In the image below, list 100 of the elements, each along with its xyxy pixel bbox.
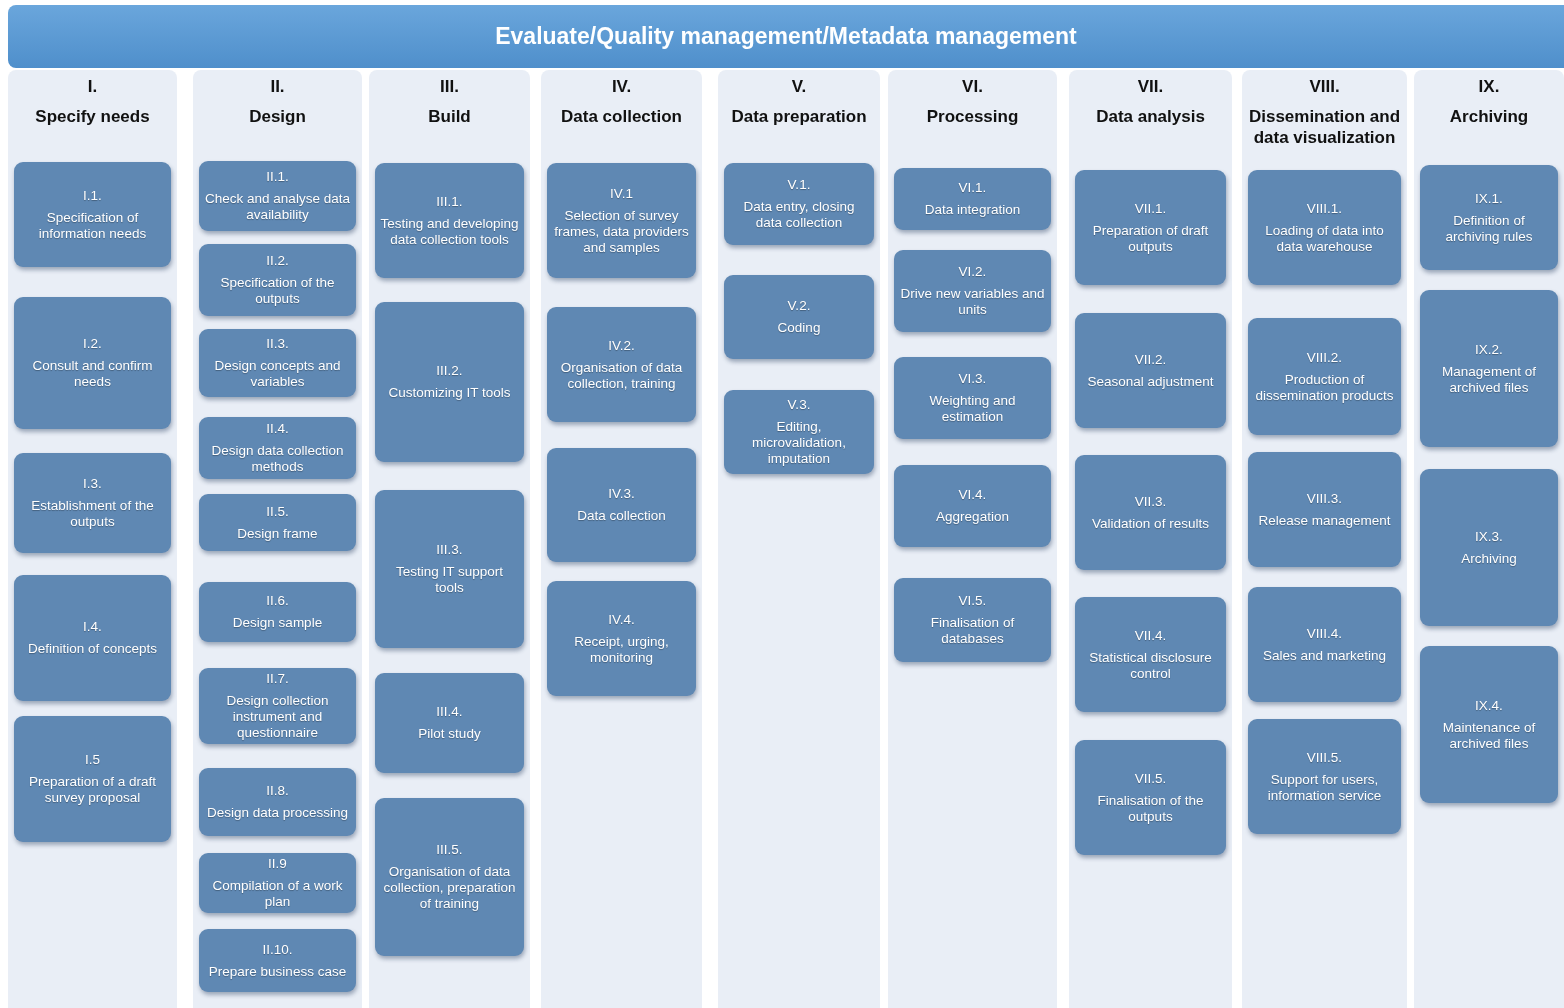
step-number: IX.4.	[1475, 697, 1503, 714]
phase-column	[8, 70, 177, 1008]
phase-number: VII.	[1136, 76, 1165, 97]
process-box	[547, 448, 696, 562]
step-title: Design frame	[237, 525, 318, 542]
step-title: Seasonal adjustment	[1087, 373, 1214, 390]
step-number: II.7.	[266, 671, 289, 687]
process-box	[547, 163, 696, 278]
phase-number: IV.	[610, 76, 633, 97]
phase-number: II.	[269, 76, 286, 97]
process-box	[375, 163, 524, 278]
step-title: Definition of concepts	[27, 641, 158, 657]
phase-column	[718, 70, 880, 1008]
step-title: Organisation of data collection, training	[559, 359, 684, 392]
process-box	[894, 168, 1051, 230]
step-title: Management of archived files	[1441, 363, 1537, 396]
process-box	[199, 768, 356, 836]
process-box	[199, 853, 356, 913]
step-title: Maintenance of archived files	[1441, 719, 1537, 752]
step-number: I.2.	[83, 336, 102, 352]
step-title: Specification of information needs	[37, 209, 148, 242]
phase-column	[369, 70, 530, 1008]
step-number: VI.4.	[958, 487, 987, 503]
step-number: VIII.4.	[1306, 625, 1343, 642]
process-box	[1075, 170, 1226, 285]
step-number: II.4.	[266, 421, 289, 437]
phase-number: V.	[790, 76, 808, 97]
process-box	[1420, 165, 1558, 270]
step-title: Support for users, information service	[1266, 771, 1383, 804]
step-number: II.8.	[266, 783, 289, 799]
process-box	[894, 578, 1051, 662]
process-box	[199, 417, 356, 479]
process-box	[894, 357, 1051, 439]
process-box	[894, 250, 1051, 332]
step-number: VIII.1.	[1306, 200, 1343, 217]
step-title: Selection of survey frames, data providers and samples	[553, 207, 690, 256]
step-title: Sales and marketing	[1262, 647, 1387, 664]
step-title: Organisation of data collection, preparation of training	[382, 864, 517, 912]
step-title: Design data processing	[206, 805, 349, 821]
step-number: III.2.	[436, 363, 463, 379]
process-box	[1248, 719, 1401, 834]
phase-column	[1069, 70, 1232, 1008]
process-box	[199, 161, 356, 231]
step-title: Data collection	[577, 508, 666, 524]
process-box	[1248, 170, 1401, 285]
phase-title: Build	[427, 106, 472, 127]
step-number: II.9	[268, 856, 287, 872]
step-number: V.2.	[787, 298, 811, 314]
step-number: VII.3.	[1134, 493, 1167, 510]
phase-column	[888, 70, 1057, 1008]
step-number: VII.1.	[1134, 200, 1167, 217]
process-box	[1420, 290, 1558, 447]
step-title: Preparation of a draft survey proposal	[28, 774, 157, 806]
step-number: IV.2.	[608, 337, 635, 354]
process-box	[375, 490, 524, 648]
step-title: Data entry, closing data collection	[742, 199, 856, 231]
step-number: VIII.3.	[1306, 490, 1343, 507]
step-number: III.3.	[436, 542, 463, 558]
step-number: I.3.	[83, 476, 102, 492]
step-title: Finalisation of databases	[929, 615, 1016, 647]
phase-title: Design	[248, 106, 307, 127]
step-title: Design concepts and variables	[213, 358, 342, 390]
step-title: Testing and developing data collection tools	[380, 215, 519, 248]
step-number: III.1.	[436, 193, 463, 210]
step-title: Check and analyse data availability	[204, 191, 351, 223]
step-number: III.5.	[436, 842, 463, 858]
phase-column	[1242, 70, 1407, 1008]
step-number: V.3.	[787, 397, 811, 413]
phase-column	[541, 70, 702, 1008]
phase-number: VIII.	[1308, 76, 1341, 97]
phase-title: Data preparation	[730, 106, 868, 127]
process-box	[199, 929, 356, 992]
process-box	[199, 329, 356, 397]
step-title: Release management	[1258, 512, 1391, 529]
header-banner	[8, 5, 1564, 68]
process-box	[14, 575, 171, 701]
step-number: IX.3.	[1475, 528, 1503, 545]
step-number: II.3.	[266, 336, 289, 352]
phase-title: Data collection	[560, 106, 683, 127]
step-title: Coding	[777, 320, 821, 336]
process-box	[1075, 740, 1226, 855]
step-title: Loading of data into data warehouse	[1264, 222, 1385, 255]
phase-column	[193, 70, 362, 1008]
step-title: Data integration	[924, 202, 1021, 218]
process-box	[1248, 318, 1401, 435]
banner-title: Evaluate/Quality management/Metadata management	[495, 23, 1077, 50]
step-number: VIII.2.	[1306, 349, 1343, 366]
process-box	[1248, 587, 1401, 702]
phase-column	[1414, 70, 1564, 1008]
step-title: Statistical disclosure control	[1088, 649, 1213, 682]
process-box	[199, 582, 356, 642]
step-number: V.1.	[787, 177, 811, 193]
step-number: IV.1	[610, 185, 633, 202]
process-box	[14, 716, 171, 842]
step-number: VI.5.	[958, 593, 987, 609]
process-box	[1248, 452, 1401, 567]
step-title: Production of dissemination products	[1254, 371, 1395, 404]
step-title: Editing, microvalidation, imputation	[751, 419, 847, 467]
process-box	[375, 673, 524, 773]
process-box	[199, 244, 356, 316]
